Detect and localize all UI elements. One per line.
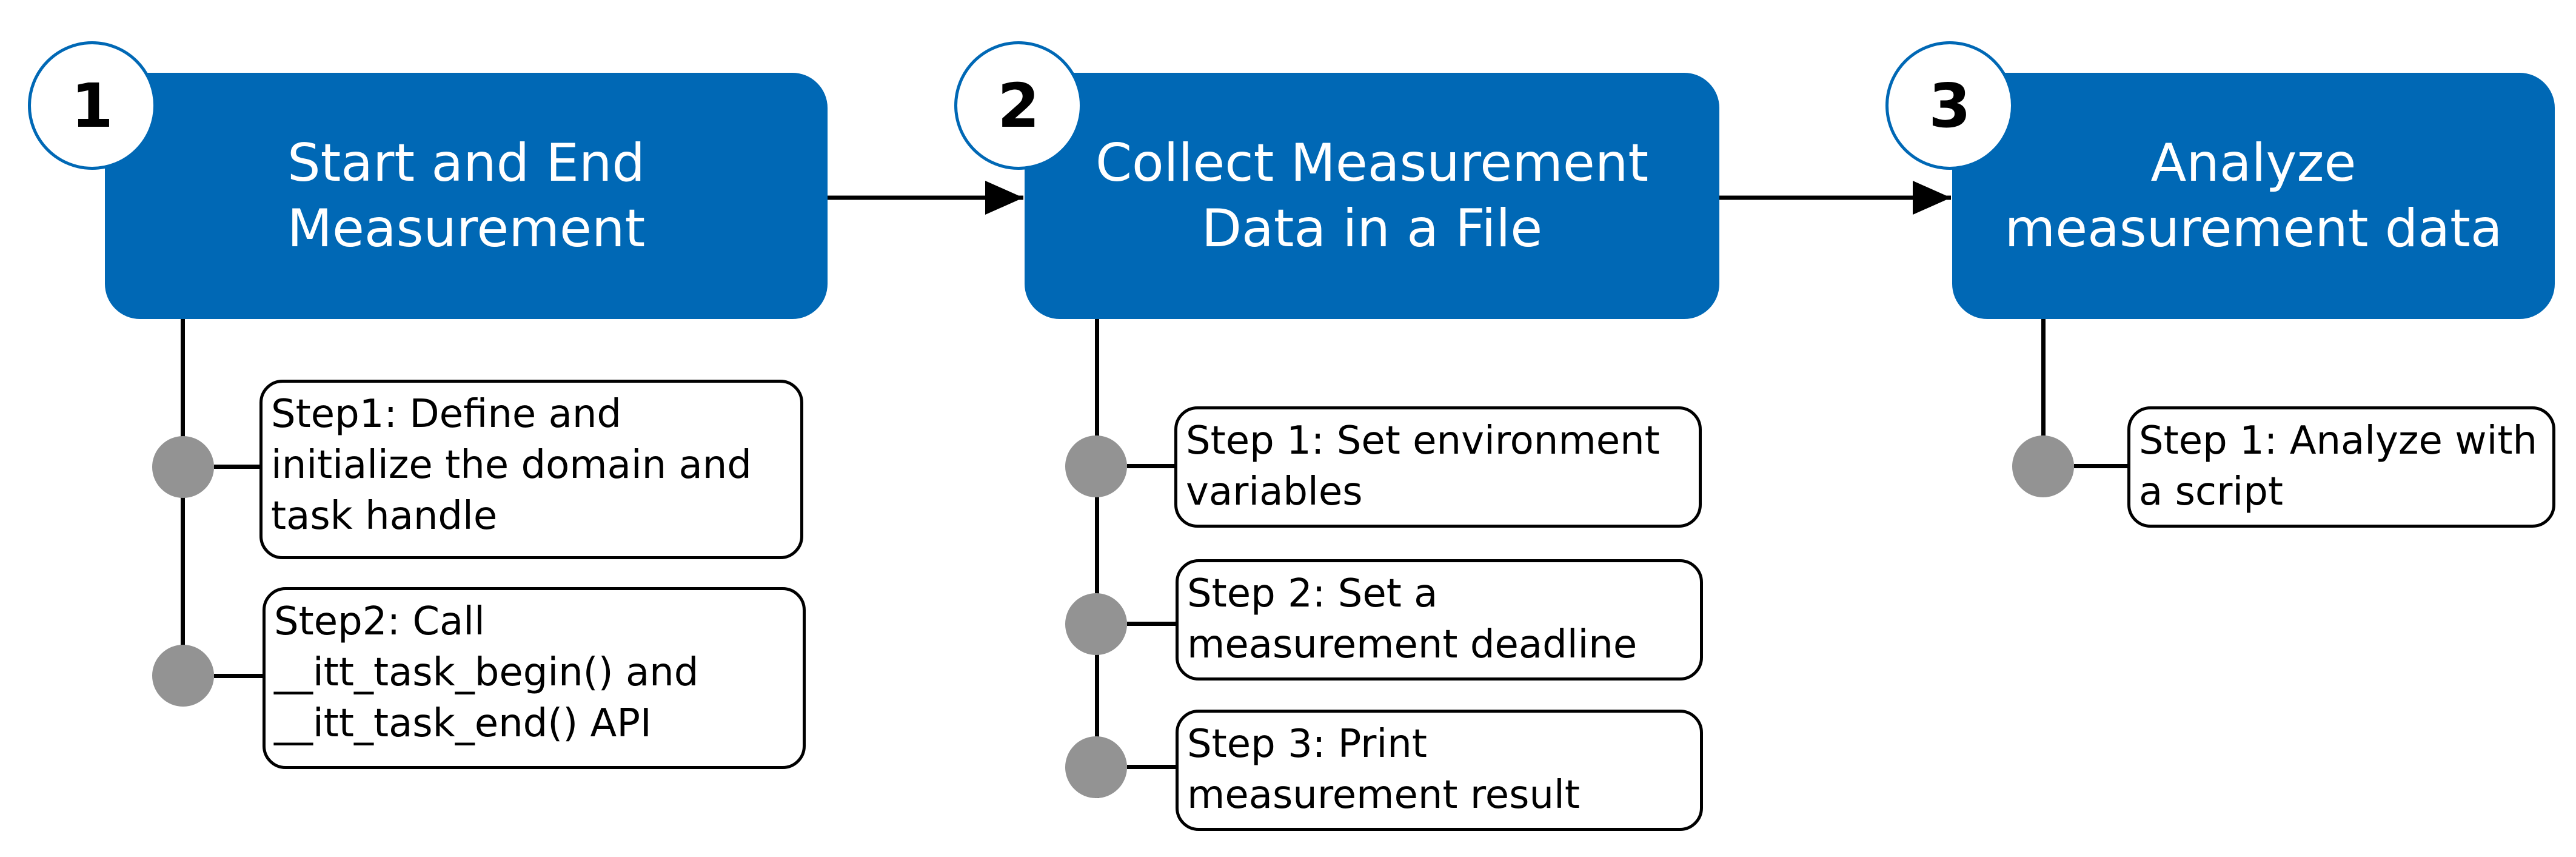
stage-2-step-2-connector (1127, 622, 1177, 626)
stage-1-step-2-connector (214, 674, 264, 678)
stage-2-title: Collect Measurement Data in a File (1095, 133, 1649, 259)
stage-3-step-1-node (2012, 435, 2074, 497)
stage-3-number-badge: 3 (1885, 41, 2014, 170)
stage-1-step-2-box: Step2: Call __itt_task_begin() and __itt… (263, 587, 806, 769)
stage-1-step-1-box: Step1: Define and initialize the domain … (259, 380, 803, 559)
stage-3-box: Analyze measurement data (1952, 73, 2555, 319)
stage-2-step-3-box: Step 3: Print measurement result (1176, 710, 1703, 831)
stage-1-number: 1 (71, 70, 113, 141)
stage-2-timeline (1095, 319, 1099, 798)
stage-2-step-1-node (1065, 435, 1127, 497)
stage-1-step-1-connector (214, 465, 261, 469)
stage-2-step-1-box: Step 1: Set environment variables (1174, 406, 1702, 528)
stage-2-step-3-node (1065, 736, 1127, 798)
stage-2-step-2-box: Step 2: Set a measurement deadline (1176, 559, 1703, 681)
stage-3-number: 3 (1929, 70, 1971, 141)
stage-3-title: Analyze measurement data (2004, 133, 2503, 259)
stage-1-title: Start and End Measurement (287, 133, 646, 259)
stage-1-timeline (181, 319, 185, 677)
stage-3-timeline (2041, 319, 2046, 440)
stage-1-number-badge: 1 (28, 41, 156, 170)
stage-2-box: Collect Measurement Data in a File (1025, 73, 1719, 319)
stage-2-step-2-node (1065, 593, 1127, 655)
stage-3-step-1-connector (2074, 464, 2129, 468)
stage-2-number-badge: 2 (954, 41, 1083, 170)
stage-1-step-2-node (152, 645, 214, 707)
stage-1-step-1-node (152, 436, 214, 498)
stage-2-number: 2 (997, 70, 1040, 141)
stage-2-step-3-connector (1127, 765, 1177, 769)
stage-1-box: Start and End Measurement (105, 73, 828, 319)
stage-3-step-1-box: Step 1: Analyze with a script (2127, 406, 2555, 528)
stage-2-step-1-connector (1127, 464, 1176, 468)
